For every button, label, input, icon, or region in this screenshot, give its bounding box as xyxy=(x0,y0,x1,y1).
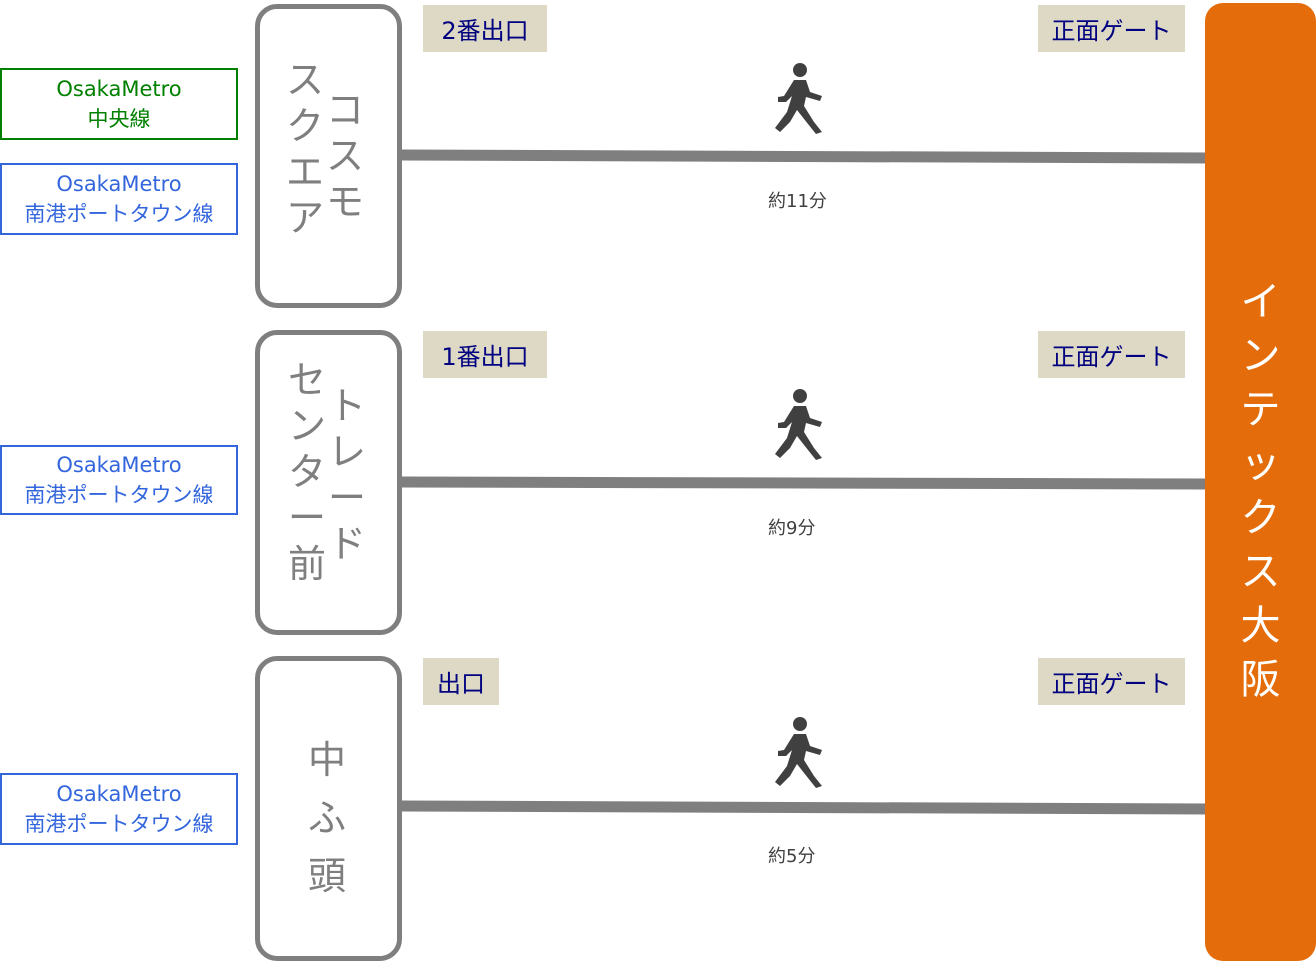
station-char: ド xyxy=(328,522,367,566)
station-char: エ xyxy=(286,150,325,194)
exit-tag: 1番出口 xyxy=(423,331,547,378)
station-char: ア xyxy=(286,196,325,240)
line-brand: OsakaMetro xyxy=(56,77,182,101)
station-char: ー xyxy=(288,496,327,540)
station-char: ー xyxy=(328,476,367,520)
station-char: 頭 xyxy=(308,854,347,898)
exit-tag: 出口 xyxy=(423,658,499,705)
destination-char: ッ xyxy=(1240,441,1281,487)
walking-person-icon xyxy=(775,63,822,134)
station-char: ト xyxy=(328,384,367,428)
station-char: ク xyxy=(286,104,325,148)
line-brand: OsakaMetro xyxy=(56,172,182,196)
station-name-col: セ ン タ ー 前 xyxy=(288,357,326,587)
walk-time: 約11分 xyxy=(768,191,827,212)
destination-char: テ xyxy=(1240,387,1281,433)
line-label-nanko: OsakaMetro 南港ポートタウン線 xyxy=(0,445,238,515)
station-char: タ xyxy=(288,450,327,494)
line-brand: OsakaMetro xyxy=(56,453,182,477)
station-name-col: コ ス モ xyxy=(326,87,364,225)
station-chufuto: 中 ふ 頭 xyxy=(255,656,402,961)
station-char: レ xyxy=(328,430,367,474)
station-cosmo-square: コ ス モ ス ク エ ア xyxy=(255,4,402,308)
destination-char: 阪 xyxy=(1240,657,1281,703)
destination-intex-osaka: イ ン テ ッ ク ス 大 阪 xyxy=(1205,3,1316,961)
station-name-col: ス ク エ ア xyxy=(286,57,324,241)
walking-path-line xyxy=(399,476,1211,490)
station-char: 前 xyxy=(288,542,327,586)
station-char: モ xyxy=(326,180,365,224)
station-char: コ xyxy=(326,88,365,132)
station-char: ン xyxy=(288,404,327,448)
destination-char: ク xyxy=(1240,495,1281,541)
exit-tag: 2番出口 xyxy=(423,5,547,52)
line-label-chuo: OsakaMetro 中央線 xyxy=(0,68,238,140)
station-name-col: 中 ふ 頭 xyxy=(308,731,346,905)
gate-tag: 正面ゲート xyxy=(1038,658,1185,705)
gate-tag: 正面ゲート xyxy=(1038,5,1185,52)
destination-char: ン xyxy=(1240,333,1281,379)
station-char: ス xyxy=(326,134,365,178)
station-char: ス xyxy=(286,58,325,102)
station-char: 中 xyxy=(308,738,347,782)
line-name: 南港ポートタウン線 xyxy=(24,483,214,507)
line-brand: OsakaMetro xyxy=(56,782,182,806)
walking-path-line xyxy=(399,149,1211,164)
station-char: ふ xyxy=(308,796,347,840)
walking-path-line xyxy=(399,800,1211,815)
destination-char: 大 xyxy=(1240,603,1281,649)
line-label-nanko: OsakaMetro 南港ポートタウン線 xyxy=(0,773,238,845)
walking-person-icon xyxy=(775,717,822,788)
walk-time: 約5分 xyxy=(768,846,816,867)
line-name: 中央線 xyxy=(87,107,151,131)
station-char: セ xyxy=(288,358,327,402)
line-label-nanko: OsakaMetro 南港ポートタウン線 xyxy=(0,163,238,235)
station-name-col: ト レ ー ド xyxy=(328,383,366,567)
destination-char: ス xyxy=(1240,549,1281,595)
walking-person-icon xyxy=(775,389,822,460)
station-trade-center-mae: ト レ ー ド セ ン タ ー 前 xyxy=(255,330,402,635)
destination-char: イ xyxy=(1240,279,1281,325)
destination-name: イ ン テ ッ ク ス 大 阪 xyxy=(1205,275,1316,707)
gate-tag: 正面ゲート xyxy=(1038,331,1185,378)
walk-time: 約9分 xyxy=(768,518,816,539)
line-name: 南港ポートタウン線 xyxy=(24,812,214,836)
line-name: 南港ポートタウン線 xyxy=(24,202,214,226)
